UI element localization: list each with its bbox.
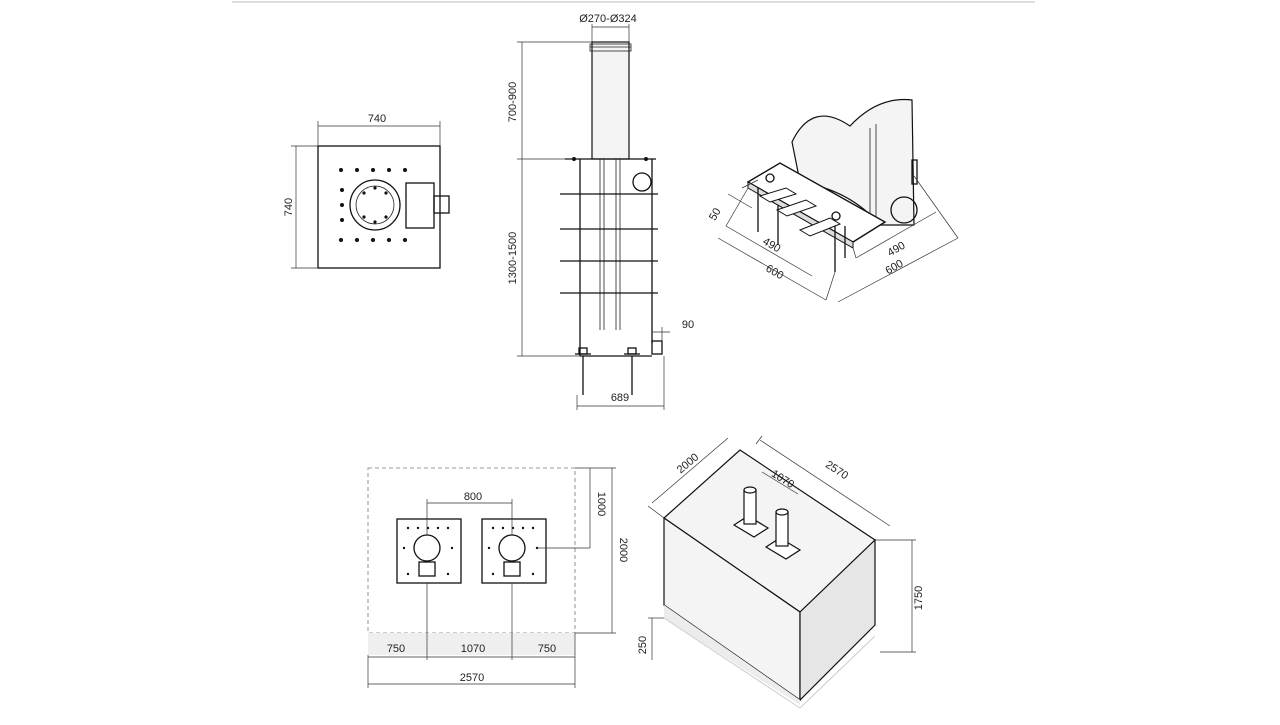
layout-offset-label: 1000 (595, 492, 607, 516)
body-depth-label: 1300-1500 (507, 232, 519, 285)
layout-spacing-label: 800 (464, 491, 482, 503)
pipe-inner (355, 185, 395, 225)
drain-port (632, 172, 652, 192)
bolt-holes (339, 168, 407, 242)
plan-height-label: 740 (283, 198, 295, 216)
block-bollard-back (732, 486, 770, 538)
pipe-ring (349, 179, 401, 231)
layout-plan: 800 1000 2000 750 1070 750 2570 (367, 467, 629, 688)
foundation-base-band (368, 633, 575, 655)
elevation-view: Ø270-Ø324 700-900 1300-1500 90 689 (507, 13, 694, 410)
block-width-label: 2570 (823, 459, 850, 482)
layout-center-label: 1070 (461, 643, 485, 655)
block-height-label: 1750 (913, 586, 925, 610)
side-nozzle (433, 195, 450, 214)
side-offset-label: 90 (682, 319, 694, 331)
block-side (799, 538, 876, 702)
plan-width-label: 740 (368, 113, 386, 125)
block-bollard-front (764, 508, 802, 560)
layout-depth-label: 2000 (617, 538, 629, 562)
pipe-cap (589, 43, 632, 52)
layout-unit-left (396, 518, 462, 584)
cutaway-pipe (791, 98, 915, 226)
plan-view: 740 740 (283, 113, 450, 269)
bollard-height-label: 700-900 (507, 82, 519, 122)
iso-drain-port (890, 196, 918, 224)
iso-right-outer-label: 600 (884, 258, 906, 278)
stiffener-rings (560, 193, 658, 294)
iso-left-outer-label: 600 (764, 263, 786, 283)
layout-left-label: 750 (387, 643, 405, 655)
pipe-diameter-label: Ø270-Ø324 (579, 13, 636, 25)
drain-outlet (651, 340, 663, 355)
bollard-pipe (591, 41, 630, 160)
base-width-label: 689 (611, 392, 629, 404)
isometric-detail: 50 490 600 490 600 (707, 98, 959, 303)
iso-left-inner-label: 490 (761, 236, 783, 256)
block-band-label: 250 (637, 636, 649, 654)
base-plate-outline (317, 145, 441, 269)
foundation-outline (367, 467, 576, 634)
isometric-block: 2000 1070 2570 1750 250 (637, 435, 925, 709)
iso-flange-label: 50 (707, 206, 724, 223)
layout-right-label: 750 (538, 643, 556, 655)
layout-total-label: 2570 (460, 672, 484, 684)
iso-right-inner-label: 490 (886, 240, 908, 260)
layout-unit-right (481, 518, 547, 584)
side-box (405, 182, 435, 229)
